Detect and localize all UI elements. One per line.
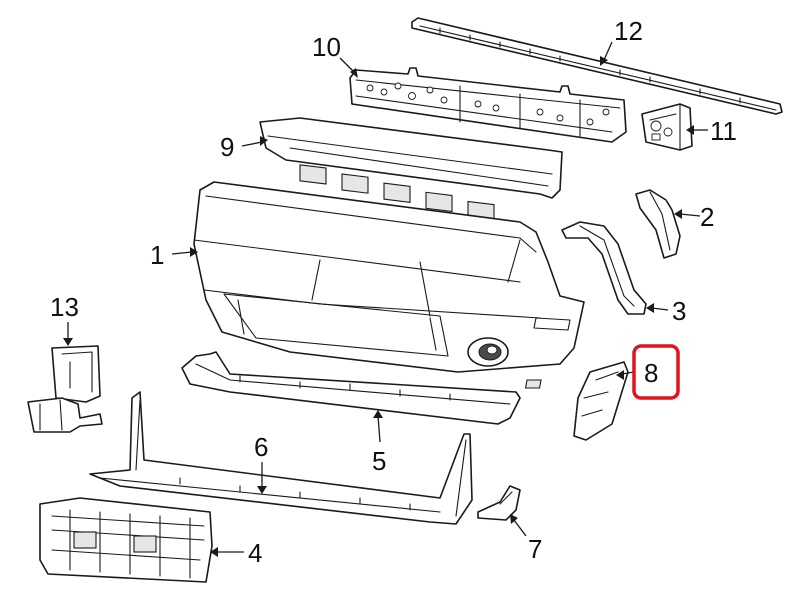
callout-12: 12: [614, 16, 643, 46]
callout-13: 13: [50, 292, 79, 322]
callout-2: 2: [700, 202, 714, 232]
part-1-front-fascia: [193, 181, 585, 373]
callout-11: 11: [710, 116, 737, 146]
callout-4: 4: [248, 538, 262, 568]
part-6-lower-valance: [89, 391, 473, 525]
part-11-bracket: [641, 103, 693, 151]
part-7-lower-bracket: [477, 485, 521, 521]
callout-10: 10: [312, 32, 341, 62]
part-8-trim-piece: [524, 361, 629, 441]
highlight-box: [632, 344, 680, 400]
part-5-lower-lip: [181, 351, 521, 425]
callout-9: 9: [220, 132, 234, 162]
part-4-lower-support: [39, 497, 213, 583]
part-3-side-support: [561, 221, 647, 315]
callout-7: 7: [528, 534, 542, 564]
leader-lines: [63, 41, 708, 557]
callout-3: 3: [672, 296, 686, 326]
callout-6: 6: [254, 432, 268, 462]
callout-8: 8: [644, 358, 658, 388]
part-13-sensor-bracket: [27, 345, 103, 433]
part-10-upper-beam: [349, 67, 627, 143]
part-2-side-bracket: [635, 189, 681, 259]
callout-5: 5: [372, 446, 386, 476]
part-12-retainer-strip: [411, 17, 783, 115]
callout-1: 1: [150, 240, 164, 270]
part-9-grille-support: [259, 117, 563, 222]
